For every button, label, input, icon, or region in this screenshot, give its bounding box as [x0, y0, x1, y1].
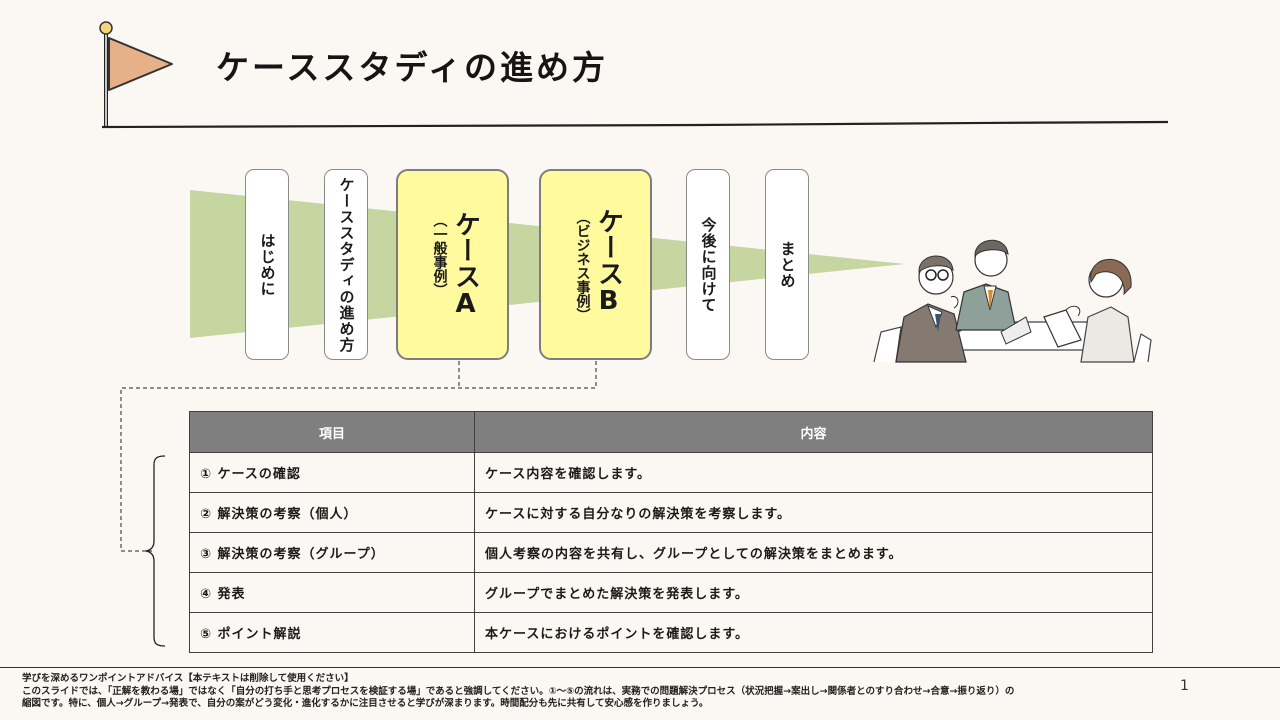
step-label: はじめに — [258, 232, 277, 297]
row-item: ⑤ ポイント解説 — [189, 612, 475, 653]
step-card-case-b: ケースB （ビジネス事例） — [539, 169, 652, 360]
row-item: ② 解決策の考察（個人） — [189, 492, 475, 533]
step-sublabel: （一般事例） — [431, 212, 448, 297]
step-card-summary: まとめ — [765, 169, 809, 360]
row-item: ① ケースの確認 — [189, 452, 475, 493]
table-row: ⑤ ポイント解説 本ケースにおけるポイントを確認します。 — [189, 612, 1153, 653]
table-header-row: 項目 内容 — [189, 411, 1153, 453]
step-label: ケースB — [593, 207, 624, 316]
advice-line: 縮図です。特に、個人→グループ→発表で、自分の案がどう変化・進化するかに注目させ… — [22, 698, 709, 709]
header-content: 内容 — [474, 411, 1153, 453]
step-card-introduction: はじめに — [245, 169, 289, 360]
header-item: 項目 — [189, 411, 475, 453]
step-label: ケーススタディの進め方 — [337, 176, 356, 353]
advice-line: このスライドでは、「正解を教わる場」ではなく「自分の打ち手と思考プロセスを検証す… — [22, 685, 1015, 697]
step-label: 今後に向けて — [699, 216, 718, 313]
title-underline — [101, 120, 1169, 129]
table-row: ① ケースの確認 ケース内容を確認します。 — [189, 452, 1153, 493]
flag-icon — [99, 21, 173, 126]
step-card-how-to-proceed: ケーススタディの進め方 — [324, 169, 368, 360]
step-card-going-forward: 今後に向けて — [686, 169, 730, 360]
step-label: ケースA — [450, 210, 481, 319]
row-content: グループでまとめた解決策を発表します。 — [474, 572, 1153, 613]
row-item: ③ 解決策の考察（グループ） — [189, 532, 475, 573]
step-card-case-a: ケースA （一般事例） — [396, 169, 509, 360]
dashed-connector — [120, 361, 597, 552]
row-content: 本ケースにおけるポイントを確認します。 — [474, 612, 1153, 653]
table-row: ③ 解決策の考察（グループ） 個人考察の内容を共有し、グループとしての解決策をま… — [189, 532, 1153, 573]
footer-divider — [0, 667, 1280, 668]
step-sublabel: （ビジネス事例） — [574, 209, 591, 322]
row-content: ケース内容を確認します。 — [474, 452, 1153, 493]
step-label: まとめ — [778, 240, 797, 289]
table-row: ④ 発表 グループでまとめた解決策を発表します。 — [189, 572, 1153, 613]
advice-heading: 学びを深めるワンポイントアドバイス【本テキストは削除して使用ください】 — [22, 673, 354, 684]
curly-brace — [145, 455, 166, 647]
row-content: ケースに対する自分なりの解決策を考察します。 — [474, 492, 1153, 533]
row-item: ④ 発表 — [189, 572, 475, 613]
row-content: 個人考察の内容を共有し、グループとしての解決策をまとめます。 — [474, 532, 1153, 573]
table-row: ② 解決策の考察（個人） ケースに対する自分なりの解決策を考察します。 — [189, 492, 1153, 533]
steps-table: 項目 内容 ① ケースの確認 ケース内容を確認します。 ② 解決策の考察（個人）… — [189, 411, 1153, 653]
page-number: 1 — [1180, 678, 1189, 694]
footer-advice: 学びを深めるワンポイントアドバイス【本テキストは削除して使用ください】 このスラ… — [22, 673, 1172, 711]
page-title: ケーススタディの進め方 — [216, 48, 609, 87]
business-meeting-illustration — [873, 239, 1152, 363]
